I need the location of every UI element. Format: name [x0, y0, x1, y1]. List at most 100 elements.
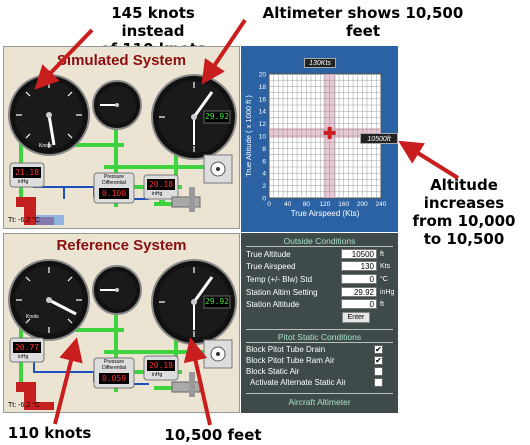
condition-row-true-altitude: True Altitude 10500 ft [246, 249, 396, 260]
annotation-bottom-right: 10,500 feet [164, 426, 262, 444]
x-tick-label: 120 [320, 201, 331, 208]
simulated-system-panel: Simulated System [3, 46, 240, 229]
y-tick-label: 20 [259, 72, 267, 79]
simulated-left-readout: 21.18 [14, 168, 40, 177]
x-tick-label: 80 [303, 201, 311, 208]
condition-row-temp: Temp (+/- Blw) Std 0 °C [246, 274, 396, 285]
reference-pitot-tube [16, 382, 54, 410]
x-tick-label: 200 [357, 201, 368, 208]
condition-unit: ft [380, 251, 384, 258]
simulated-valve [171, 196, 201, 208]
simulated-pressure-diff-label: Pressure Differential [102, 174, 126, 186]
altimeter-divider [246, 393, 393, 394]
y-tick-label: 10 [259, 134, 267, 141]
station-altitude-input[interactable]: 0 [341, 299, 377, 309]
condition-unit: inHg [380, 289, 395, 296]
simulated-system-diagram [8, 74, 237, 225]
condition-unit: Kts [380, 263, 391, 270]
condition-label: True Airspeed [246, 262, 296, 271]
reference-left-readout: 20.77 [14, 343, 40, 352]
marker-vertical [327, 126, 332, 139]
reference-vsi-gauge [92, 265, 142, 315]
simulated-right-readout-unit: inHg [152, 191, 163, 197]
reference-pressure-diff-value: 0.059 [101, 374, 127, 383]
block-pitot-drain-checkbox[interactable]: ✔ [374, 345, 383, 354]
simulated-airspeed-unit: Knots [39, 143, 52, 149]
annotation-right-line3: to 10,500 [423, 230, 505, 248]
block-pitot-ram-row: Block Pitot Tube Ram Air ✔ [246, 355, 396, 366]
alternate-static-checkbox[interactable] [374, 378, 383, 387]
y-tick-label: 14 [259, 109, 267, 116]
x-axis-label: True Airspeed (Kts) [291, 209, 360, 218]
y-tick-label: 6 [262, 158, 266, 165]
outside-conditions-header: Outside Conditions [283, 236, 356, 246]
pitot-static-divider [246, 342, 393, 343]
simulated-airspeed-gauge [8, 74, 90, 156]
true-airspeed-input[interactable]: 130 [341, 261, 377, 271]
reference-right-readout: 20.18 [148, 361, 174, 370]
x-tick-label: 0 [267, 201, 271, 208]
alternate-static-row: Activate Alternate Static Air [246, 377, 396, 388]
condition-unit: ft [380, 301, 384, 308]
reference-altimeter-gauge [151, 259, 237, 345]
y-tick-label: 0 [262, 196, 266, 203]
x-tick-label: 160 [338, 201, 349, 208]
block-static-air-row: Block Static Air [246, 366, 396, 377]
temperature-input[interactable]: 0 [341, 274, 377, 284]
reference-temperature: Tt: -6.2 °C [8, 402, 40, 409]
annotation-bottom-left: 110 knots [7, 424, 92, 442]
true-altitude-input[interactable]: 10500 [341, 249, 377, 259]
reference-airspeed-gauge [8, 259, 90, 341]
simulated-vsi-gauge [92, 80, 142, 130]
x-tick-label: 240 [376, 201, 387, 208]
conditions-panel: Outside Conditions True Altitude 10500 f… [241, 233, 398, 413]
reference-kollsman: 29.92 [204, 297, 230, 306]
station-altim-setting-input[interactable]: 29.92 [341, 287, 377, 297]
block-static-air-checkbox[interactable] [374, 367, 383, 376]
alternate-static-label: Activate Alternate Static Air [250, 378, 347, 387]
simulated-left-readout-unit: inHg [18, 179, 29, 185]
enter-button[interactable]: Enter [342, 312, 370, 323]
airspeed-tag: 130Kts [304, 58, 336, 68]
simulated-drain-block [36, 215, 64, 225]
block-pitot-drain-row: Block Pitot Tube Drain ✔ [246, 344, 396, 355]
reference-system-title: Reference System [56, 237, 187, 254]
simulated-right-readout: 20.18 [148, 180, 174, 189]
condition-label: Station Altitude [246, 300, 300, 309]
annotation-top-right: Altimeter shows 10,500 feet [262, 4, 464, 40]
reference-valve [171, 381, 201, 393]
x-tick-label: 40 [284, 201, 292, 208]
reference-system-panel: Reference System [3, 233, 240, 413]
condition-row-true-airspeed: True Airspeed 130 Kts [246, 261, 396, 272]
annotation-top-left-line1: 145 knots instead [111, 4, 195, 40]
condition-row-station-altim: Station Altim Setting 29.92 inHg [246, 287, 396, 298]
reference-system-diagram [8, 259, 237, 410]
block-pitot-ram-checkbox[interactable]: ✔ [374, 356, 383, 365]
reference-right-readout-unit: inHg [152, 372, 163, 378]
altitude-tag: 10500ft [360, 133, 398, 144]
block-pitot-drain-label: Block Pitot Tube Drain [246, 345, 326, 354]
pitot-static-top-divider [246, 329, 393, 330]
aircraft-altimeter-header[interactable]: Aircraft Altimeter [288, 397, 351, 407]
condition-row-station-altitude: Station Altitude 0 ft [246, 299, 396, 310]
block-pitot-ram-label: Block Pitot Tube Ram Air [246, 356, 335, 365]
reference-left-readout-unit: inHg [18, 354, 29, 360]
annotation-right-line1: Altitude increases [423, 176, 505, 212]
condition-label: Temp (+/- Blw) Std [246, 275, 313, 284]
y-tick-label: 16 [259, 96, 267, 103]
y-tick-label: 18 [259, 84, 267, 91]
y-axis-label: True Altitude ( x 1000 ft ) [244, 95, 253, 177]
condition-label: True Altitude [246, 250, 291, 259]
annotation-right: Altitude increases from 10,000 to 10,500 [400, 176, 528, 248]
reference-airspeed-unit: Knots [26, 314, 39, 320]
reference-pressure-diff-label: Pressure Differential [102, 359, 126, 371]
y-tick-label: 8 [262, 146, 266, 153]
y-tick-label: 2 [262, 183, 266, 190]
simulated-altimeter-gauge [151, 74, 237, 160]
simulated-temperature: Tt: -6.2 °C [8, 217, 40, 224]
y-tick-label: 4 [262, 171, 266, 178]
annotation-right-line2: from 10,000 [412, 212, 516, 230]
pitot-static-header: Pitot Static Conditions [277, 332, 362, 342]
y-tick-label: 12 [259, 121, 267, 128]
